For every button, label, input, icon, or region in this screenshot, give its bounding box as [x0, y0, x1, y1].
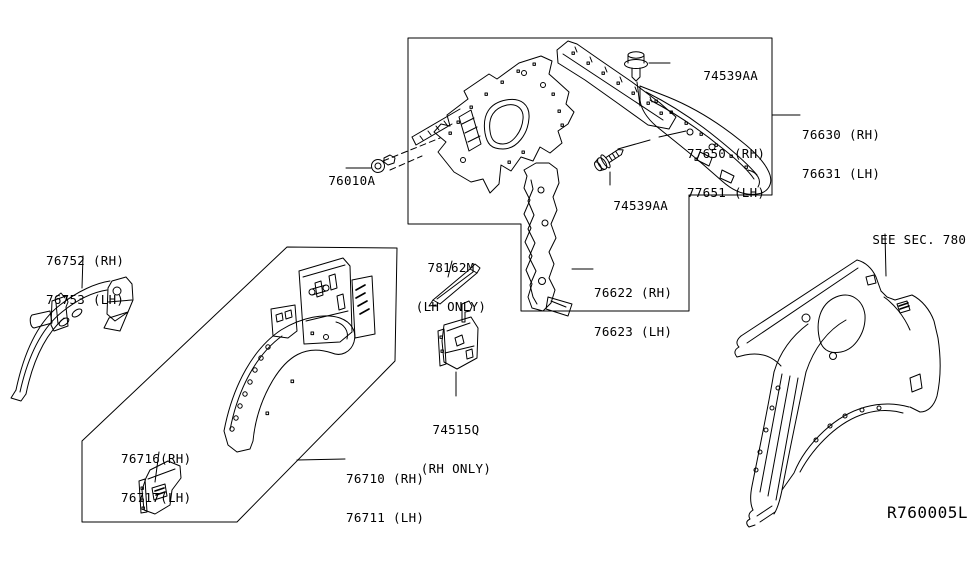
part-drawing-74515q-bracket [437, 300, 479, 370]
part-number: 76010A [328, 173, 376, 188]
part-number: 74539AA [703, 68, 759, 83]
bolt-icon-74539aa-top [624, 51, 648, 107]
grommet-icon-76010a [371, 137, 441, 173]
part-drawing-rear-panel-inner [411, 55, 575, 194]
part-number-lh: 76711 (LH) [346, 510, 425, 525]
part-label-76710-76711: 76710 (RH) 76711 (LH) [346, 446, 424, 550]
part-label-78162m: 78162M (LH ONLY) [407, 235, 495, 339]
part-label-76622-76623: 76622 (RH) 76623 (LH) [594, 260, 672, 364]
drawing-reference-code: R760005L [887, 503, 969, 522]
part-label-76752-76753: 76752 (RH) 76753 (LH) [46, 228, 124, 332]
part-drawing-76710-wheelhouse [223, 257, 376, 453]
part-label-74539aa-top: 74539AA [672, 56, 758, 95]
leader-78162m [447, 260, 453, 278]
part-number-rh: 76716(RH) [121, 451, 192, 466]
part-label-77650-77651: 77650 (RH) 77651 (LH) [687, 121, 765, 225]
part-drawing-76752-extension [10, 276, 134, 402]
part-label-76010a: 76010A [297, 161, 375, 200]
part-number-lh: 76623 (LH) [594, 324, 673, 339]
see-section-note: SEE SEC. 780 [872, 232, 967, 247]
part-number-lh: 76753 (LH) [46, 292, 125, 307]
callout-box-wheelhouse [81, 246, 398, 523]
part-number-lh: 77651 (LH) [687, 185, 766, 200]
part-number-lh: 76717(LH) [121, 490, 192, 505]
part-number-rh: 77650 (RH) [687, 146, 766, 161]
part-drawing-78162m-strip [428, 263, 481, 307]
part-number-rh: 76630 (RH) [802, 127, 881, 142]
leader-76752 [81, 255, 84, 289]
part-number-lh: 76631 (LH) [802, 166, 881, 181]
part-label-74515q: 74515Q (RH ONLY) [412, 397, 500, 501]
leader-lines [81, 62, 887, 483]
part-drawing-roof-rail [556, 40, 677, 130]
part-number-rh: 76622 (RH) [594, 285, 673, 300]
part-label-76716-76717: 76716(RH) 76717(LH) [121, 426, 191, 530]
part-number-rh: 76710 (RH) [346, 471, 425, 486]
leader-77650 [658, 130, 687, 138]
side-note: (LH ONLY) [415, 299, 487, 314]
side-note: (RH ONLY) [420, 461, 492, 476]
part-number: 74539AA [613, 198, 669, 213]
callout-box-rear-assembly [407, 37, 773, 312]
part-number-rh: 76752 (RH) [46, 253, 125, 268]
part-number: 74515Q [432, 422, 480, 437]
bolt-icon-74539aa-bottom [594, 139, 651, 172]
part-label-74539aa-bottom: 74539AA [582, 186, 668, 225]
leader-76710 [296, 458, 346, 461]
part-label-76630-76631: 76630 (RH) 76631 (LH) [802, 102, 880, 206]
part-drawing-76622-brace [523, 162, 573, 317]
leader-see-sec [884, 233, 887, 277]
part-drawing-quarter-panel-ref [734, 259, 941, 528]
part-drawing-76716-bracket [138, 460, 182, 515]
part-number: 78162M [427, 260, 475, 275]
part-drawing-77650-rail-outer [639, 85, 772, 195]
